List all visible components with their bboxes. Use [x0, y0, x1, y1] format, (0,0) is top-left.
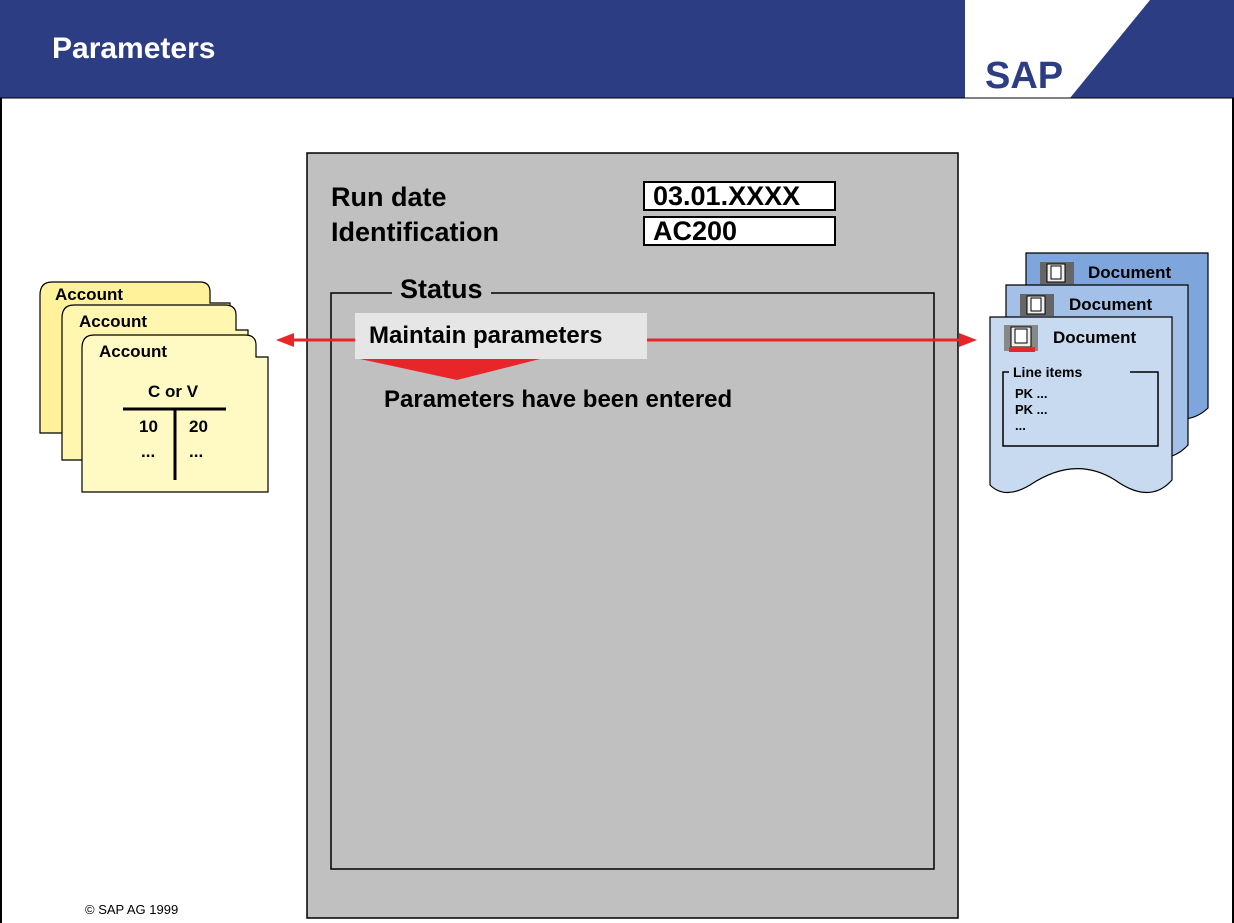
t-account-right-value: 20 [189, 417, 208, 436]
header-bar [0, 0, 1234, 98]
status-frame [330, 292, 935, 870]
line-items-label: Line items [1013, 364, 1083, 380]
sap-logo-text: SAP [985, 55, 1063, 94]
identification-field[interactable]: AC200 [643, 216, 836, 246]
run-date-field[interactable]: 03.01.XXXX [643, 181, 836, 211]
t-account-left-value: 10 [139, 417, 158, 436]
account-label-3: Account [99, 342, 167, 361]
t-account-title: C or V [148, 382, 199, 401]
document-card-3 [989, 316, 1173, 494]
account-label-1: Account [55, 285, 123, 304]
page-title: Parameters [52, 32, 216, 65]
identification-label: Identification [331, 217, 499, 247]
status-pointer [360, 359, 540, 380]
t-account-right-ellipsis: ... [189, 442, 204, 461]
header-logo-panel [965, 0, 1150, 98]
sap-logo: SAP [985, 55, 1063, 94]
line-item-row-2: PK ... [1015, 402, 1048, 417]
account-label-2: Account [79, 312, 147, 331]
maintain-parameters-step[interactable]: Maintain parameters [355, 313, 647, 359]
document-label-3: Document [1053, 328, 1137, 347]
document-label-2: Document [1069, 295, 1153, 314]
arrow-right-head [959, 333, 977, 347]
line-item-row-3: ... [1015, 418, 1026, 433]
line-item-row-1: PK ... [1015, 386, 1048, 401]
document-icon-3 [1004, 325, 1038, 352]
copyright-footer: © SAP AG 1999 [85, 902, 179, 917]
main-panel [306, 152, 959, 919]
t-account-left-ellipsis: ... [141, 442, 156, 461]
run-date-label: Run date [331, 182, 447, 212]
status-label: Status [392, 274, 491, 305]
document-icon-2 [1020, 294, 1054, 316]
status-result: Parameters have been entered [384, 386, 733, 413]
document-label-1: Document [1088, 263, 1172, 282]
line-items-frame [1002, 371, 1159, 447]
arrow-left-head [276, 333, 294, 347]
document-icon-1 [1040, 262, 1074, 284]
